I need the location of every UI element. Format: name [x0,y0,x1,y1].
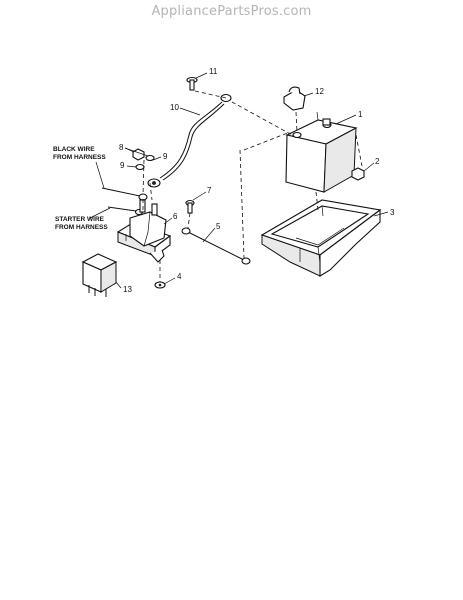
callout-1: 1 [358,110,363,119]
callout-8: 8 [119,143,124,152]
lock-washer [154,281,166,289]
ground-strap [181,227,251,265]
black-wire-label-line2: FROM HARNESS [53,154,106,161]
starter-wire-label-line1: STARTER WIRE [55,216,105,223]
callout-9-upper: 9 [163,152,168,161]
callout-3: 3 [390,208,395,217]
hex-nut [351,167,365,181]
starter-wire [107,206,144,216]
callout-4: 4 [177,272,182,281]
starter-solenoid [116,199,172,263]
callout-13: 13 [123,285,132,294]
battery [285,111,358,193]
callout-2: 2 [375,157,380,166]
callout-6: 6 [173,212,178,221]
screw [185,199,195,214]
battery-cable [147,93,232,188]
callout-9-lower: 9 [120,161,125,170]
callout-11: 11 [209,67,218,76]
black-wire-label-line1: BLACK WIRE [53,146,95,153]
relay [81,253,118,297]
assembly-lines [142,90,363,282]
wire-annotations: BLACK WIRE FROM HARNESS STARTER WIRE FRO… [53,146,108,231]
battery-tray [260,199,382,277]
site-watermark: AppliancePartsPros.com [151,4,312,19]
bolt [186,76,198,91]
callout-numbers: 1 2 3 4 5 6 7 8 9 9 10 11 12 13 [119,67,395,294]
black-wire [101,187,148,201]
starter-wire-label-line2: FROM HARNESS [55,224,108,231]
callout-7: 7 [207,186,212,195]
leader-lines [89,72,389,289]
callout-5: 5 [216,222,221,231]
terminal-cover [283,86,306,111]
callout-10: 10 [170,103,179,112]
callout-12: 12 [315,87,324,96]
